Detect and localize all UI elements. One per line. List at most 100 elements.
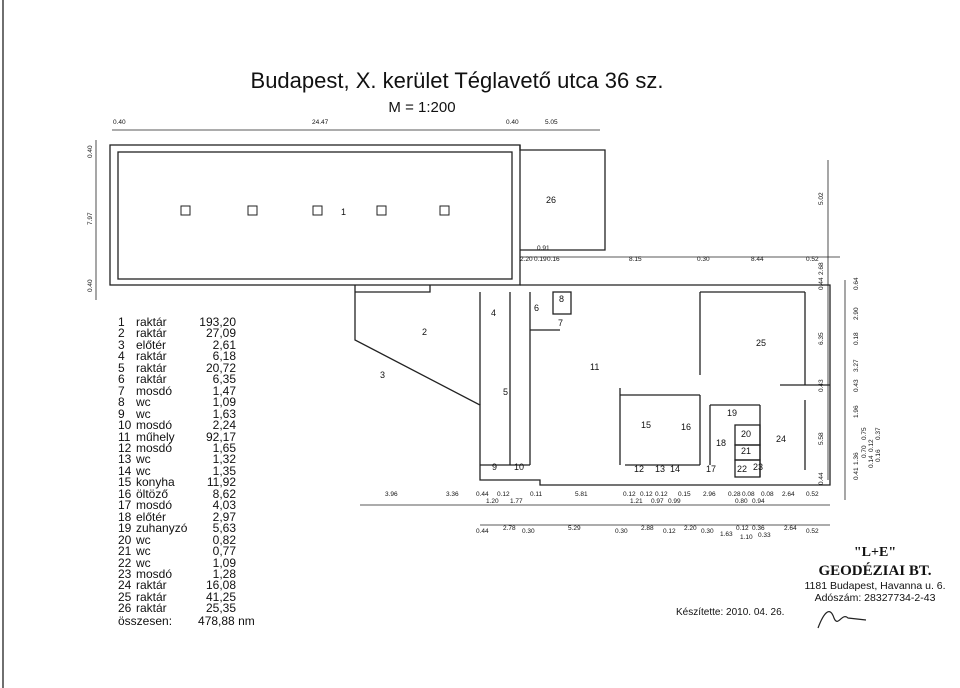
dim-b1-13: 0.08 xyxy=(761,491,774,498)
room-label-20: 20 xyxy=(741,429,751,439)
legend-no: 21 xyxy=(118,544,132,559)
room-label-17: 17 xyxy=(706,464,716,474)
legend-no: 3 xyxy=(118,337,125,352)
room-label-1: 1 xyxy=(341,207,346,217)
legend-area: 6,18 xyxy=(212,349,236,364)
dim-rc-5: 5.58 xyxy=(818,432,825,445)
dim-fr-0: 0.64 xyxy=(853,277,860,290)
dim-mid-4: 8.15 xyxy=(629,256,642,263)
dim-b1-3: 0.12 xyxy=(497,491,510,498)
legend-area: 1,32 xyxy=(212,452,236,467)
legend-area: 20,72 xyxy=(205,360,236,375)
legend-area: 1,47 xyxy=(212,383,236,398)
dim-b2-4: 0.99 xyxy=(668,498,681,505)
legend-no: 6 xyxy=(118,372,125,387)
dim-b1-14: 2.64 xyxy=(782,491,795,498)
dim-fr-11: 0.16 xyxy=(875,449,882,462)
legend-area: 6,35 xyxy=(212,372,236,387)
dim-fr-8: 0.70 xyxy=(861,445,868,458)
dimension-labels: 0.40 24.47 0.40 5.05 0.40 7.97 0.40 0.91… xyxy=(87,119,882,541)
company-name: "L+E" xyxy=(853,545,897,560)
dim-left-0: 0.40 xyxy=(87,145,94,158)
legend-no: 2 xyxy=(118,326,125,341)
legend-no: 23 xyxy=(118,566,132,581)
legend-area: 1,63 xyxy=(212,406,236,421)
legend-name: wc xyxy=(136,452,151,467)
room-label-9: 9 xyxy=(492,462,497,472)
room-label-25: 25 xyxy=(756,338,766,348)
legend-no: 9 xyxy=(118,406,125,421)
dim-b3-5: 2.88 xyxy=(641,525,654,532)
plan-title: Budapest, X. kerület Téglavető utca 36 s… xyxy=(251,68,664,93)
dim-b3-9: 1.63 xyxy=(720,531,733,538)
dim-fr-10: 0.14 xyxy=(868,455,875,468)
room-label-6: 6 xyxy=(534,303,539,313)
dim-rc-3: 6.35 xyxy=(818,332,825,345)
dim-b3-15: 0.52 xyxy=(806,528,819,535)
dim-b3-4: 0.30 xyxy=(615,528,628,535)
room-label-23: 23 xyxy=(753,462,763,472)
dim-mid-7: 0.52 xyxy=(806,256,819,263)
legend-name: előtér xyxy=(136,509,167,524)
room-label-22: 22 xyxy=(737,464,747,474)
dim-mid-5: 0.30 xyxy=(697,256,710,263)
legend-area: 25,35 xyxy=(205,601,236,616)
legend-name: raktár xyxy=(136,578,167,593)
legend-name: öltöző xyxy=(136,486,169,501)
dim-mid-2: 0.19 xyxy=(534,256,547,263)
legend-name: wc xyxy=(136,555,151,570)
plan-scale: M = 1:200 xyxy=(388,99,455,116)
legend-name: mosdó xyxy=(136,383,173,398)
dim-b3-12: 1.10 xyxy=(740,534,753,541)
room-label-26: 26 xyxy=(546,195,556,205)
legend-area: 4,03 xyxy=(212,498,236,513)
room-label-18: 18 xyxy=(716,438,726,448)
dim-b1-9: 0.15 xyxy=(678,491,691,498)
room-label-4: 4 xyxy=(491,308,496,318)
room-label-8: 8 xyxy=(559,294,564,304)
dim-left-1: 7.97 xyxy=(87,212,94,225)
dim-b3-10: 0.12 xyxy=(736,525,749,532)
legend-name: raktár xyxy=(136,589,167,604)
dim-b1-6: 0.12 xyxy=(623,491,636,498)
dim-top-2: 0.40 xyxy=(506,119,519,126)
dim-b1-8: 0.12 xyxy=(655,491,668,498)
dim-b2-5: 0.80 xyxy=(735,498,748,505)
dim-b3-7: 2.20 xyxy=(684,525,697,532)
legend-no: 22 xyxy=(118,555,132,570)
dim-fr-3: 3.27 xyxy=(853,359,860,372)
room-label-10: 10 xyxy=(514,462,524,472)
legend-name: előtér xyxy=(136,337,167,352)
legend-name: raktár xyxy=(136,601,167,616)
legend-area: 27,09 xyxy=(205,326,236,341)
dim-b2-0: 1.20 xyxy=(486,498,499,505)
room-label-19: 19 xyxy=(727,408,737,418)
dim-mid-6: 8.44 xyxy=(751,256,764,263)
room-label-11: 11 xyxy=(590,362,599,372)
legend-name: wc xyxy=(136,532,151,547)
legend-no: 8 xyxy=(118,395,125,410)
legend-area: 1,65 xyxy=(212,440,236,455)
room-label-12: 12 xyxy=(634,464,644,474)
dim-fr-2: 0.18 xyxy=(853,332,860,345)
room-label-5: 5 xyxy=(503,387,508,397)
dim-b1-1: 3.36 xyxy=(446,491,459,498)
legend-name: wc xyxy=(136,463,151,478)
legend-name: műhely xyxy=(136,429,175,444)
dim-b1-7: 0.12 xyxy=(640,491,653,498)
room-label-2: 2 xyxy=(422,327,427,337)
dim-b3-1: 2.78 xyxy=(503,525,516,532)
